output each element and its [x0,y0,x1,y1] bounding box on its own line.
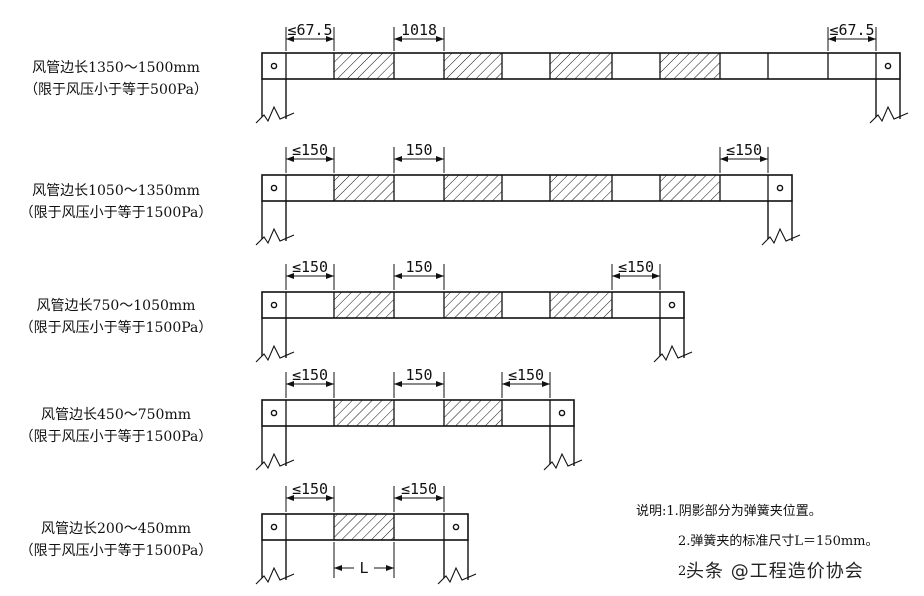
row-1-label: 风管边长1350～1500mm （限于风压小于等于500Pa） [6,57,226,101]
row-2-drawing: ≤150 150 ≤150 [255,141,801,246]
bolt-hole [270,301,278,309]
watermark: 头条 @工程造价协会 [686,561,864,582]
spring-clip-cell [334,53,394,79]
duct-flange-bar [261,399,575,427]
dimension-label: ≤150 [292,366,328,384]
row-1-drawing: ≤67.5 1018 ≤67.5 [255,21,909,124]
duct-flange-bar [261,291,685,319]
row-3-label-line1: 风管边长750～1050mm [36,298,196,314]
spring-clip-cell [334,400,394,426]
spring-clip-cell [550,53,612,79]
dimension-label: ≤67.5 [829,21,874,39]
dimension-label: 150 [405,141,432,159]
break-mark [255,344,295,363]
dimension-label-L: L [359,559,368,577]
spring-clip-cell [444,53,502,79]
break-mark [255,452,295,471]
bolt-hole [270,409,278,417]
spring-clip-cell [334,175,394,201]
dimension-label: 150 [405,366,432,384]
spring-clip-cell [334,514,394,540]
duct-flange-bar [261,52,901,80]
row-1-label-line1: 风管边长1350～1500mm [32,60,200,76]
row-2-label: 风管边长1050～1350mm （限于风压小于等于1500Pa） [6,180,226,224]
row-4-label-line1: 风管边长450～750mm [41,407,191,423]
duct-flange-bar [261,174,793,202]
spring-clip-cell [444,292,502,318]
row-4-label: 风管边长450～750mm （限于风压小于等于1500Pa） [6,404,226,448]
spring-clip-cell [660,175,720,201]
bolt-hole [558,409,566,417]
break-mark [653,344,693,363]
note-line-1: 说明:1.阴影部分为弹簧夹位置。 [636,504,822,519]
dimension-label: ≤150 [618,258,654,276]
row-2-label-line2: （限于风压小于等于1500Pa） [19,205,213,221]
break-mark [869,105,909,124]
dimension-label: ≤150 [292,141,328,159]
bolt-hole [270,62,278,70]
row-3-drawing: ≤150 150 ≤150 [255,258,693,363]
note-line-3: 2. [678,564,691,579]
row-5-label-line2: （限于风压小于等于1500Pa） [19,543,213,559]
break-mark [255,105,295,124]
bolt-hole [270,184,278,192]
break-mark [255,566,295,585]
row-4-label-line2: （限于风压小于等于1500Pa） [19,429,213,445]
dimension-label: 150 [405,258,432,276]
break-mark [437,566,477,585]
dimension-label: ≤150 [401,480,437,498]
bolt-hole [668,301,676,309]
notes: 说明:1.阴影部分为弹簧夹位置。 2.弹簧夹的标准尺寸L＝150mm。 2. [636,497,879,587]
bolt-hole [776,184,784,192]
spring-clip-cell [444,400,502,426]
row-3-label-line2: （限于风压小于等于1500Pa） [19,320,213,336]
note-line-2: 2.弹簧夹的标准尺寸L＝150mm。 [678,534,879,549]
dimension-label: ≤67.5 [287,21,332,39]
dimension-label: ≤150 [508,366,544,384]
bolt-hole [270,523,278,531]
spring-clip-cell [444,175,502,201]
break-mark [761,227,801,246]
dimension-label: ≤150 [292,258,328,276]
dimension-label: ≤150 [726,141,762,159]
bolt-hole [452,523,460,531]
dimension-label: ≤150 [292,480,328,498]
spring-clip-cell [550,175,612,201]
row-5-label: 风管边长200～450mm （限于风压小于等于1500Pa） [6,518,226,562]
row-1-label-line2: （限于风压小于等于500Pa） [24,82,208,98]
row-5-label-line1: 风管边长200～450mm [41,521,191,537]
spring-clip-cell [660,53,720,79]
break-mark [543,452,583,471]
row-2-label-line1: 风管边长1050～1350mm [32,183,200,199]
bolt-hole [884,62,892,70]
duct-flange-bar [261,513,469,541]
break-mark [255,227,295,246]
dimension-label: 1018 [401,21,437,39]
spring-clip-cell [550,292,612,318]
row-4-drawing: ≤150 150 ≤150 [255,366,583,471]
row-3-label: 风管边长750～1050mm （限于风压小于等于1500Pa） [6,295,226,339]
spring-clip-cell [334,292,394,318]
